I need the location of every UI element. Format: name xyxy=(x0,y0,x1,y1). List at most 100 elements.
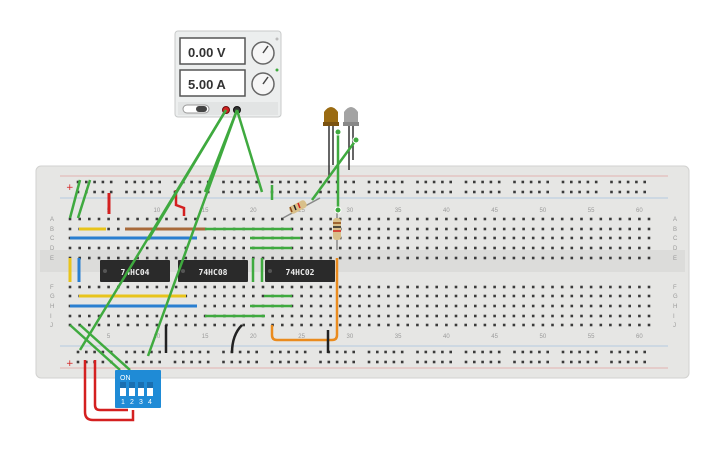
breadboard-hole[interactable] xyxy=(182,360,185,364)
breadboard-hole[interactable] xyxy=(335,360,339,364)
breadboard-hole[interactable] xyxy=(68,294,72,298)
breadboard-hole[interactable] xyxy=(493,314,496,318)
breadboard-hole[interactable] xyxy=(473,360,476,364)
breadboard-hole[interactable] xyxy=(570,294,574,298)
breadboard-hole[interactable] xyxy=(610,360,613,364)
breadboard-hole[interactable] xyxy=(454,314,458,318)
breadboard-hole[interactable] xyxy=(647,227,651,231)
breadboard-hole[interactable] xyxy=(435,227,438,231)
breadboard-hole[interactable] xyxy=(432,350,436,354)
breadboard-hole[interactable] xyxy=(626,190,630,194)
breadboard-hole[interactable] xyxy=(551,304,554,308)
breadboard-hole[interactable] xyxy=(309,294,313,298)
breadboard-hole[interactable] xyxy=(560,304,564,308)
breadboard-hole[interactable] xyxy=(474,285,477,289)
breadboard-hole[interactable] xyxy=(589,314,593,318)
breadboard-hole[interactable] xyxy=(546,360,549,364)
breadboard-hole[interactable] xyxy=(647,285,651,289)
breadboard-hole[interactable] xyxy=(570,256,574,260)
breadboard-hole[interactable] xyxy=(338,314,342,318)
breadboard-hole[interactable] xyxy=(213,217,216,221)
breadboard-hole[interactable] xyxy=(344,360,347,364)
breadboard-hole[interactable] xyxy=(348,314,352,318)
breadboard-hole[interactable] xyxy=(454,304,458,308)
breadboard-hole[interactable] xyxy=(522,236,525,240)
breadboard-hole[interactable] xyxy=(377,314,381,318)
breadboard-hole[interactable] xyxy=(281,314,284,318)
breadboard-hole[interactable] xyxy=(502,217,506,221)
resistor-1[interactable] xyxy=(282,197,321,219)
breadboard-hole[interactable] xyxy=(638,256,641,260)
breadboard-hole[interactable] xyxy=(522,323,525,327)
breadboard-hole[interactable] xyxy=(512,256,516,260)
breadboard-hole[interactable] xyxy=(589,217,593,221)
breadboard-hole[interactable] xyxy=(396,227,400,231)
breadboard-hole[interactable] xyxy=(578,360,581,364)
psu-wires[interactable] xyxy=(68,109,264,371)
breadboard-hole[interactable] xyxy=(319,190,322,194)
breadboard-hole[interactable] xyxy=(338,246,342,250)
black-wire-ground-2[interactable] xyxy=(230,324,243,354)
breadboard-hole[interactable] xyxy=(497,190,501,194)
breadboard-hole[interactable] xyxy=(85,180,88,184)
breadboard-hole[interactable] xyxy=(117,256,120,260)
breadboard-hole[interactable] xyxy=(145,256,149,260)
breadboard-hole[interactable] xyxy=(252,294,255,298)
breadboard-hole[interactable] xyxy=(125,180,128,184)
breadboard-hole[interactable] xyxy=(223,304,226,308)
breadboard-hole[interactable] xyxy=(358,236,361,240)
breadboard-hole[interactable] xyxy=(464,323,467,327)
breadboard-hole[interactable] xyxy=(464,304,467,308)
breadboard-hole[interactable] xyxy=(150,180,153,184)
breadboard-hole[interactable] xyxy=(464,314,467,318)
breadboard-hole[interactable] xyxy=(473,180,476,184)
breadboard-hole[interactable] xyxy=(174,246,178,250)
breadboard-hole[interactable] xyxy=(454,217,458,221)
breadboard-hole[interactable] xyxy=(454,227,458,231)
breadboard-hole[interactable] xyxy=(445,256,448,260)
breadboard-hole[interactable] xyxy=(377,294,381,298)
breadboard-hole[interactable] xyxy=(522,294,525,298)
breadboard-hole[interactable] xyxy=(145,314,149,318)
breadboard-hole[interactable] xyxy=(384,350,387,354)
breadboard-hole[interactable] xyxy=(618,323,622,327)
breadboard-hole[interactable] xyxy=(223,323,226,327)
breadboard-hole[interactable] xyxy=(367,314,371,318)
breadboard-hole[interactable] xyxy=(392,190,396,194)
breadboard-hole[interactable] xyxy=(232,285,236,289)
breadboard-hole[interactable] xyxy=(425,246,429,250)
breadboard-hole[interactable] xyxy=(512,323,516,327)
breadboard-hole[interactable] xyxy=(319,294,323,298)
breadboard-hole[interactable] xyxy=(367,217,371,221)
breadboard-hole[interactable] xyxy=(319,323,323,327)
breadboard-hole[interactable] xyxy=(541,227,545,231)
breadboard-hole[interactable] xyxy=(344,190,347,194)
breadboard-hole[interactable] xyxy=(489,190,493,194)
breadboard-hole[interactable] xyxy=(589,323,593,327)
breadboard-hole[interactable] xyxy=(638,294,641,298)
breadboard-hole[interactable] xyxy=(628,285,631,289)
orange-wire-loop[interactable] xyxy=(270,325,339,342)
breadboard-hole[interactable] xyxy=(78,314,81,318)
breadboard-hole[interactable] xyxy=(580,246,583,250)
breadboard-hole[interactable] xyxy=(396,256,400,260)
breadboard-hole[interactable] xyxy=(377,246,381,250)
breadboard-hole[interactable] xyxy=(521,350,525,354)
breadboard-hole[interactable] xyxy=(213,236,216,240)
breadboard-hole[interactable] xyxy=(290,217,294,221)
breadboard-hole[interactable] xyxy=(358,217,361,221)
breadboard-hole[interactable] xyxy=(338,323,342,327)
breadboard-hole[interactable] xyxy=(126,314,130,318)
breadboard-hole[interactable] xyxy=(155,285,159,289)
breadboard-hole[interactable] xyxy=(474,227,477,231)
breadboard-hole[interactable] xyxy=(271,217,274,221)
breadboard-hole[interactable] xyxy=(300,246,303,250)
breadboard-hole[interactable] xyxy=(255,360,258,364)
breadboard-hole[interactable] xyxy=(223,256,226,260)
breadboard-hole[interactable] xyxy=(529,190,533,194)
breadboard-hole[interactable] xyxy=(358,294,361,298)
breadboard-hole[interactable] xyxy=(541,285,545,289)
breadboard-hole[interactable] xyxy=(367,360,371,364)
breadboard-hole[interactable] xyxy=(270,360,274,364)
breadboard-hole[interactable] xyxy=(483,294,487,298)
